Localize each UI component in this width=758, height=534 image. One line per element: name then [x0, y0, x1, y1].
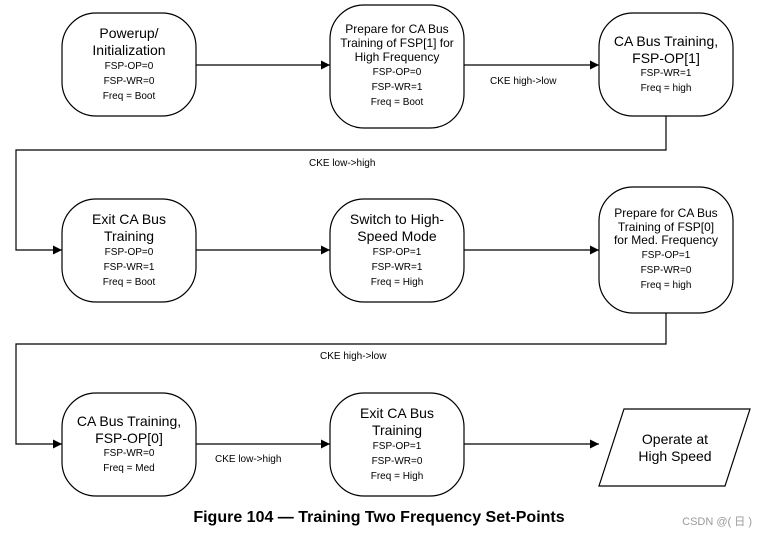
node-param: Freq = High	[370, 470, 424, 482]
node-param: FSP-OP=1	[372, 246, 422, 258]
node-exit-training-1: Exit CA Bus Training FSP-OP=0 FSP-WR=1 F…	[62, 199, 196, 302]
node-powerup: Powerup/ Initialization FSP-OP=0 FSP-WR=…	[62, 13, 196, 116]
node-title-line: Prepare for CA Bus	[345, 22, 449, 37]
node-title-line: Training of FSP[0]	[617, 219, 715, 234]
node-title-line: Training	[103, 228, 155, 244]
node-title-line: CA Bus Training,	[76, 412, 182, 429]
edge-3-4	[15, 116, 667, 255]
node-param: FSP-OP=0	[104, 246, 154, 258]
node-title-line: CA Bus Training,	[613, 32, 719, 49]
node-param: FSP-OP=1	[372, 440, 422, 452]
node-title-line: Speed Mode	[357, 228, 437, 244]
node-title-line: FSP-OP[1]	[632, 49, 700, 66]
node-title-line: Powerup/	[99, 25, 159, 42]
node-param: FSP-WR=0	[371, 455, 423, 467]
node-title-line: Prepare for CA Bus	[614, 205, 718, 220]
node-param: Freq = Boot	[102, 276, 156, 288]
node-param: FSP-OP=1	[641, 250, 691, 262]
node-param: Freq = Boot	[370, 96, 424, 108]
node-title-line: Initialization	[92, 42, 166, 58]
node-title-line: Switch to High-	[349, 211, 445, 228]
node-title-line: FSP-OP[0]	[95, 429, 163, 446]
node-param: Freq = high	[640, 280, 692, 292]
node-param: FSP-OP=0	[104, 60, 154, 72]
node-param: Freq = high	[640, 83, 692, 95]
node-title-line: Exit CA Bus	[92, 211, 166, 228]
figure-caption: Figure 104 — Training Two Frequency Set-…	[193, 509, 565, 526]
node-param: FSP-OP=0	[372, 66, 422, 78]
node-prepare-fsp1-shape	[329, 4, 465, 129]
node-param: FSP-WR=0	[103, 75, 155, 87]
node-param: FSP-WR=1	[371, 261, 423, 273]
node-param: FSP-WR=1	[640, 68, 692, 80]
node-title-line: Exit CA Bus	[360, 405, 434, 422]
node-param: Freq = High	[370, 276, 424, 288]
node-param: Freq = Med	[103, 463, 155, 475]
edge-label-cke-high-low-2: CKE high->low	[320, 351, 387, 362]
node-param: FSP-WR=0	[640, 265, 692, 277]
node-ca-training-op1: CA Bus Training, FSP-OP[1] FSP-WR=1 Freq…	[599, 13, 733, 116]
node-param: FSP-WR=1	[103, 261, 155, 273]
node-operate-high-speed: Operate at High Speed	[612, 409, 738, 486]
node-param: Freq = Boot	[102, 90, 156, 102]
node-param: FSP-WR=0	[103, 448, 155, 460]
node-prepare-fsp1: Prepare for CA Bus Training of FSP[1] fo…	[330, 5, 464, 128]
node-switch-high-speed: Switch to High- Speed Mode FSP-OP=1 FSP-…	[330, 199, 464, 302]
edge-label-cke-low-high-1: CKE low->high	[309, 158, 376, 169]
node-title-line: High Frequency	[354, 49, 440, 64]
node-operate-shape	[598, 408, 751, 487]
node-title-line: for Med. Frequency	[613, 233, 719, 248]
node-exit-training-2: Exit CA Bus Training FSP-OP=1 FSP-WR=0 F…	[330, 393, 464, 496]
edge-label-cke-high-low-1: CKE high->low	[490, 76, 557, 87]
watermark: CSDN @( 日 )	[682, 516, 752, 528]
edge-label-cke-low-high-2: CKE low->high	[215, 454, 282, 465]
node-title-line: Operate at	[641, 430, 709, 447]
node-title-line: High Speed	[638, 447, 712, 464]
edge-6-7	[15, 313, 667, 449]
node-ca-training-op0: CA Bus Training, FSP-OP[0] FSP-WR=0 Freq…	[62, 393, 196, 496]
node-param: FSP-WR=1	[371, 81, 423, 93]
node-title-line: Training of FSP[1] for	[340, 36, 454, 51]
node-prepare-fsp0: Prepare for CA Bus Training of FSP[0] fo…	[599, 187, 733, 313]
node-title-line: Training	[371, 422, 423, 438]
